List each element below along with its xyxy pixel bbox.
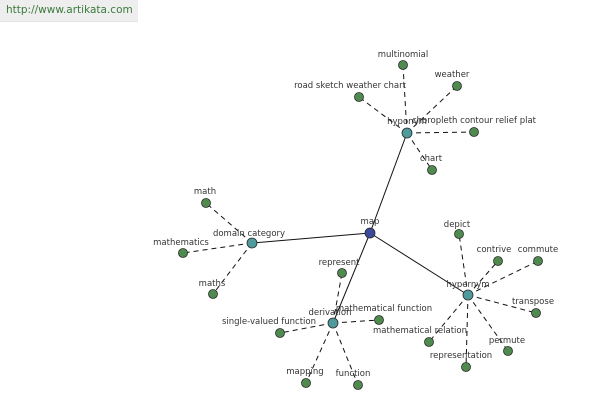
leaf-label-multinomial[interactable]: multinomial (378, 50, 429, 60)
leaf-node-mathematics[interactable] (178, 248, 188, 258)
leaf-label-chart[interactable]: chart (420, 154, 443, 164)
leaf-node-mathematical-function[interactable] (374, 315, 384, 325)
graph-labels: multinomial weather choropleth contour rel… (153, 50, 558, 379)
leaf-label-weather[interactable]: weather (435, 70, 470, 80)
leaf-label-road-sketch-weather-chart[interactable]: road sketch weather chart (294, 81, 406, 91)
edge-hypernym-transpose (467, 294, 537, 314)
edge-map-hyponym (369, 132, 408, 234)
leaf-label-maths[interactable]: maths (199, 279, 226, 289)
edge-hypernym-mathematical-relation (428, 294, 469, 343)
site-url-bar: http://www.artikata.com (0, 0, 138, 22)
edge-hyponym-multinomial (402, 64, 408, 134)
graph-nodes (178, 60, 543, 390)
edge-hypernym-permute (467, 294, 509, 352)
graph-edges (182, 64, 539, 386)
edge-domain-math (205, 202, 253, 244)
leaf-node-commute[interactable] (533, 256, 543, 266)
leaf-node-function[interactable] (353, 380, 363, 390)
leaf-node-represent[interactable] (337, 268, 347, 278)
edge-derivation-mathematical-function (332, 319, 380, 324)
relation-node-domain[interactable] (246, 237, 258, 249)
leaf-node-transpose[interactable] (531, 308, 541, 318)
edge-map-domain (251, 232, 371, 244)
leaf-node-math[interactable] (201, 198, 211, 208)
relation-node-hyponym[interactable] (401, 127, 413, 139)
leaf-node-weather[interactable] (452, 81, 462, 91)
leaf-node-mapping[interactable] (301, 378, 311, 388)
leaf-label-choropleth-contour-relief-plat[interactable]: choropleth contour relief plat (412, 116, 537, 126)
leaf-node-permute[interactable] (503, 346, 513, 356)
edge-hyponym-chart (406, 132, 433, 171)
edge-hypernym-commute (467, 260, 539, 296)
edge-derivation-function (332, 322, 359, 386)
leaf-label-math[interactable]: math (194, 187, 216, 197)
leaf-label-mathematical-relation[interactable]: mathematical relation (373, 326, 467, 336)
edge-hypernym-depict (458, 233, 469, 296)
leaf-node-chart[interactable] (427, 165, 437, 175)
edge-map-derivation (332, 232, 371, 324)
relation-node-derivation[interactable] (327, 317, 339, 329)
site-url-text[interactable]: http://www.artikata.com (6, 4, 133, 16)
relation-label-hyponym[interactable]: hyponym (387, 117, 427, 127)
relation-label-derivation[interactable]: derivation (308, 308, 351, 318)
leaf-label-depict[interactable]: depict (444, 220, 471, 230)
edge-domain-mathematics (182, 242, 253, 254)
edge-hyponym-road-sketch-weather-chart (358, 96, 408, 134)
edge-hypernym-representation (465, 294, 469, 368)
leaf-label-single-valued-function[interactable]: single-valued function (222, 317, 316, 327)
edge-hypernym-contrive (467, 260, 499, 296)
leaf-node-road-sketch-weather-chart[interactable] (354, 92, 364, 102)
edge-derivation-mapping (305, 322, 334, 384)
leaf-node-depict[interactable] (454, 229, 464, 239)
root-label-map[interactable]: map (361, 217, 380, 227)
relation-label-domain[interactable]: domain category (213, 229, 285, 239)
leaf-label-representation[interactable]: representation (430, 351, 492, 361)
root-node-map[interactable] (364, 227, 376, 239)
edge-hyponym-choropleth-contour-relief-plat (406, 131, 475, 134)
leaf-label-mapping[interactable]: mapping (286, 367, 323, 377)
leaf-label-commute[interactable]: commute (518, 245, 558, 255)
leaf-node-multinomial[interactable] (398, 60, 408, 70)
leaf-label-mathematics[interactable]: mathematics (153, 238, 209, 248)
leaf-label-transpose[interactable]: transpose (512, 297, 554, 307)
leaf-node-maths[interactable] (208, 289, 218, 299)
edge-hyponym-weather (406, 85, 458, 134)
leaf-node-single-valued-function[interactable] (275, 328, 285, 338)
leaf-node-representation[interactable] (461, 362, 471, 372)
leaf-node-choropleth-contour-relief-plat[interactable] (469, 127, 479, 137)
relation-node-hypernym[interactable] (462, 289, 474, 301)
leaf-label-contrive[interactable]: contrive (477, 245, 512, 255)
leaf-label-represent[interactable]: represent (319, 258, 361, 268)
relation-label-hypernym[interactable]: hypernym (446, 280, 489, 290)
edge-map-hypernym (369, 232, 469, 296)
leaf-label-permute[interactable]: permute (489, 336, 525, 346)
leaf-node-contrive[interactable] (493, 256, 503, 266)
leaf-label-function[interactable]: function (336, 369, 371, 379)
leaf-label-mathematical-function[interactable]: mathematical function (336, 304, 432, 314)
edge-domain-maths (212, 242, 253, 295)
leaf-node-mathematical-relation[interactable] (424, 337, 434, 347)
